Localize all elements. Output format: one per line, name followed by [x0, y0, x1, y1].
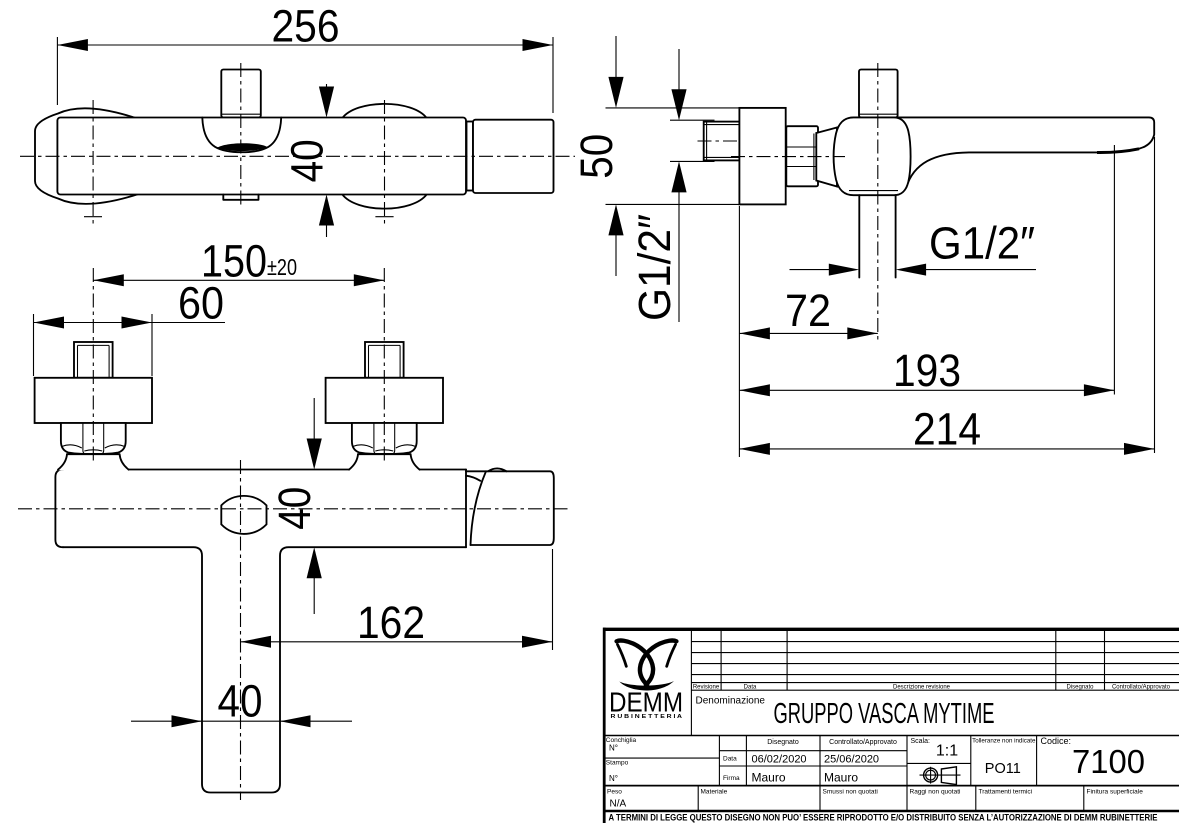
- svg-text:Smussi non quotati: Smussi non quotati: [823, 789, 878, 796]
- svg-text:1:1: 1:1: [936, 743, 958, 760]
- svg-text:Denominazione: Denominazione: [696, 696, 766, 707]
- svg-text:N°: N°: [609, 744, 618, 753]
- svg-text:Data: Data: [744, 684, 757, 690]
- svg-text:40: 40: [282, 139, 333, 182]
- svg-text:N°: N°: [609, 774, 618, 783]
- svg-text:Disegnato: Disegnato: [767, 739, 799, 746]
- svg-text:7100: 7100: [1072, 743, 1145, 780]
- svg-text:40: 40: [269, 487, 320, 530]
- svg-text:60: 60: [178, 278, 224, 329]
- svg-text:Firma: Firma: [723, 775, 740, 782]
- svg-text:A TERMINI DI LEGGE QUESTO DISE: A TERMINI DI LEGGE QUESTO DISEGNO NON PU…: [609, 813, 1158, 823]
- svg-text:06/02/2020: 06/02/2020: [752, 754, 807, 766]
- svg-text:Stampo: Stampo: [606, 760, 629, 767]
- svg-text:Mauro: Mauro: [752, 771, 786, 785]
- svg-text:Raggi non quotati: Raggi non quotati: [910, 789, 961, 796]
- svg-text:150: 150: [201, 236, 267, 287]
- svg-text:Mauro: Mauro: [824, 771, 858, 785]
- svg-text:Trattamenti termici: Trattamenti termici: [979, 789, 1033, 796]
- svg-text:DEMM: DEMM: [609, 687, 683, 718]
- svg-text:GRUPPO VASCA MYTIME: GRUPPO VASCA MYTIME: [774, 698, 995, 730]
- svg-text:Tolleranze non indicate: Tolleranze non indicate: [972, 738, 1036, 745]
- svg-text:Revisione: Revisione: [693, 684, 720, 690]
- svg-text:Scala:: Scala:: [911, 738, 931, 745]
- svg-text:193: 193: [893, 345, 961, 396]
- svg-text:Materiale: Materiale: [701, 789, 728, 796]
- svg-text:±20: ±20: [267, 254, 297, 280]
- svg-text:PO11: PO11: [985, 761, 1021, 777]
- svg-text:Peso: Peso: [607, 789, 622, 796]
- svg-text:G1/2″: G1/2″: [629, 214, 680, 321]
- svg-text:Controllato/Approvato: Controllato/Approvato: [829, 739, 897, 746]
- svg-text:162: 162: [357, 597, 425, 648]
- svg-text:Conchiglia: Conchiglia: [606, 737, 637, 744]
- svg-text:Controllato/Approvato: Controllato/Approvato: [1112, 684, 1171, 690]
- svg-text:214: 214: [913, 404, 981, 455]
- svg-text:256: 256: [272, 1, 340, 52]
- svg-text:N/A: N/A: [610, 799, 627, 810]
- svg-text:R U B I N E T T E R I A: R U B I N E T T E R I A: [611, 714, 683, 720]
- svg-text:Data: Data: [723, 756, 737, 763]
- svg-text:Disegnato: Disegnato: [1066, 684, 1094, 690]
- svg-text:Descrizione revisione: Descrizione revisione: [893, 684, 951, 690]
- svg-text:25/06/2020: 25/06/2020: [824, 754, 879, 766]
- svg-text:Codice:: Codice:: [1041, 736, 1072, 746]
- svg-text:40: 40: [218, 676, 263, 727]
- svg-text:Finitura superficiale: Finitura superficiale: [1087, 789, 1144, 796]
- svg-text:50: 50: [571, 134, 622, 179]
- svg-text:72: 72: [785, 285, 831, 336]
- svg-text:G1/2″: G1/2″: [929, 218, 1035, 269]
